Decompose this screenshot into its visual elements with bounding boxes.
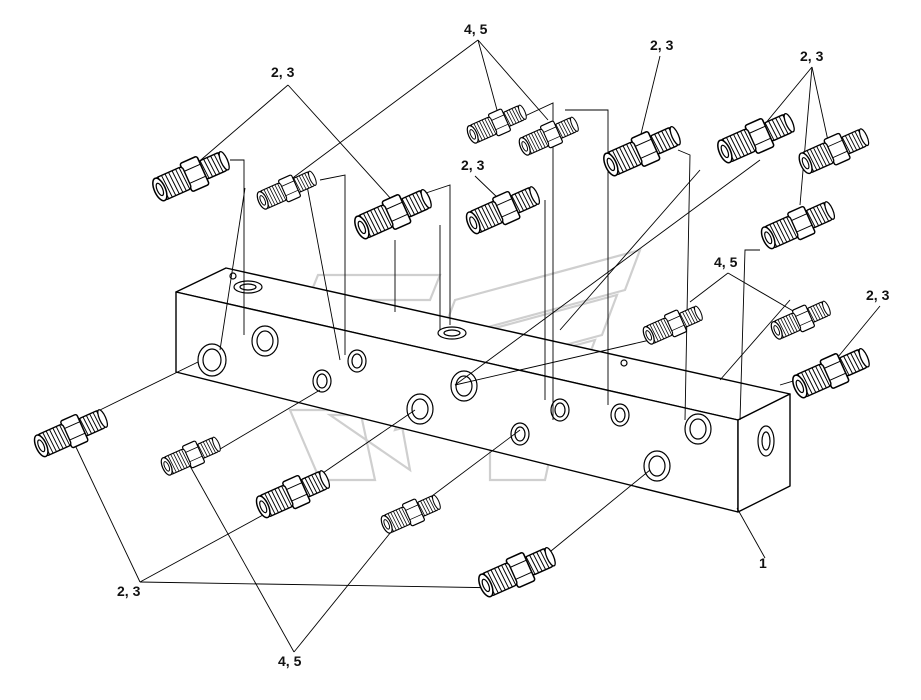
leader-line	[559, 169, 701, 331]
center-line	[565, 109, 609, 405]
leader-line	[689, 272, 729, 303]
threaded-fitting	[642, 305, 703, 345]
leader-line	[539, 469, 651, 561]
leader-line	[759, 66, 813, 131]
threaded-fitting	[518, 116, 579, 156]
center-line	[319, 174, 346, 355]
threaded-fitting	[255, 470, 331, 519]
leader-line	[477, 39, 549, 121]
leader-line	[799, 66, 813, 206]
leader-line	[454, 159, 761, 386]
center-line	[230, 159, 245, 335]
leader-line	[209, 389, 321, 456]
threaded-fitting	[798, 128, 870, 175]
callout-labels: 4, 5 2, 3 2, 3 2, 3 2, 3 4, 5 2, 3 1 2, …	[117, 21, 890, 669]
leader-line	[454, 339, 651, 386]
leader-line	[139, 502, 286, 583]
label-top-mid: 2, 3	[650, 37, 674, 53]
threaded-fitting	[160, 436, 221, 476]
leader-line	[837, 305, 881, 358]
manifold-block	[175, 267, 791, 513]
label-bottom-45: 4, 5	[278, 653, 302, 669]
top-pin-hole	[620, 359, 628, 367]
threaded-fitting	[717, 112, 795, 164]
leader-line	[139, 581, 506, 589]
label-bottom-23: 2, 3	[117, 583, 141, 599]
label-top-left: 2, 3	[271, 64, 295, 80]
leader-line	[811, 66, 831, 151]
threaded-fitting	[354, 188, 432, 240]
threaded-fitting	[33, 409, 109, 458]
leader-line	[189, 465, 295, 653]
label-top-center: 4, 5	[464, 21, 488, 37]
leader-line	[319, 409, 416, 476]
label-right-23: 2, 3	[866, 287, 890, 303]
leader-line	[74, 444, 141, 583]
label-block: 1	[759, 555, 767, 571]
center-line	[304, 174, 341, 361]
leader-line	[727, 272, 801, 316]
threaded-fitting	[770, 300, 831, 340]
leader-line	[287, 84, 393, 201]
center-line	[739, 249, 760, 421]
threaded-fitting	[603, 125, 681, 177]
leader-line	[419, 429, 521, 506]
label-right-45: 4, 5	[714, 254, 738, 270]
leader-line	[639, 55, 661, 139]
leader-line	[736, 507, 766, 559]
fittings-group	[33, 104, 870, 598]
leader-line	[219, 187, 246, 351]
leader-line	[293, 526, 396, 653]
center-line	[419, 184, 451, 325]
threaded-fitting	[478, 546, 556, 598]
center-line	[719, 299, 791, 381]
threaded-fitting	[380, 494, 441, 534]
threaded-fitting	[760, 201, 836, 250]
label-mid-small: 2, 3	[461, 157, 485, 173]
leader-line	[194, 84, 289, 166]
leader-line	[477, 39, 498, 111]
leader-line	[99, 361, 199, 411]
threaded-fitting	[152, 150, 230, 202]
threaded-fitting	[465, 186, 541, 235]
threaded-fitting	[466, 104, 527, 144]
threaded-fitting	[256, 170, 317, 210]
threaded-fitting	[792, 347, 870, 399]
leader-line	[289, 39, 479, 181]
label-top-right: 2, 3	[800, 48, 824, 64]
